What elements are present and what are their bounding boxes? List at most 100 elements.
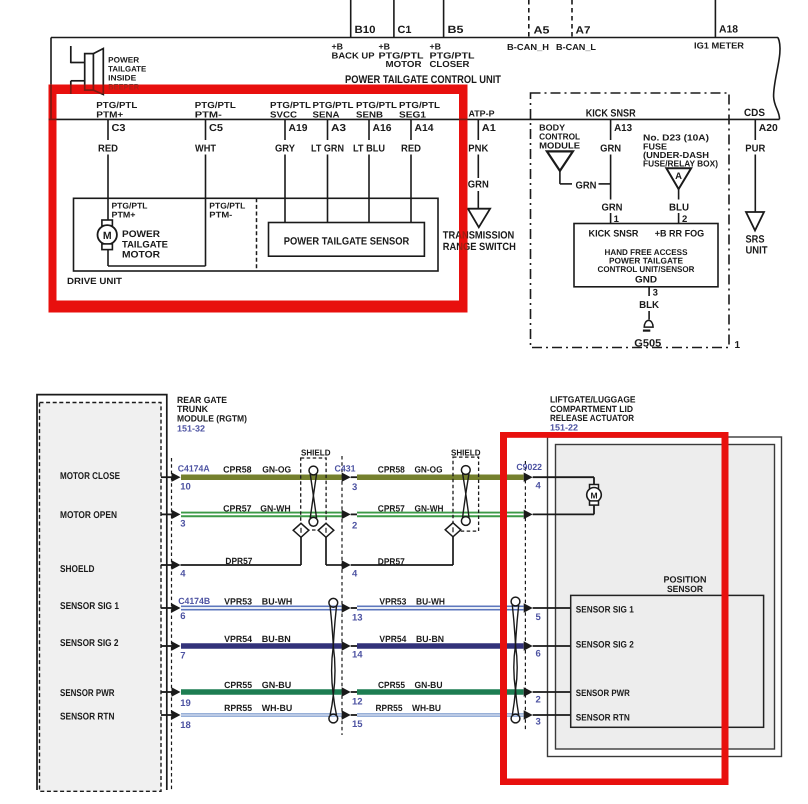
svg-text:+B: +B [379, 42, 391, 52]
svg-text:C1: C1 [398, 24, 412, 36]
svg-text:A1: A1 [482, 123, 496, 134]
svg-text:WH-BU: WH-BU [262, 703, 293, 713]
svg-text:SENSOR PWR: SENSOR PWR [60, 688, 115, 699]
svg-text:RPR55: RPR55 [376, 703, 403, 713]
svg-text:PTG/PTL: PTG/PTL [356, 100, 398, 110]
svg-text:CPR58: CPR58 [378, 465, 405, 475]
svg-text:+B RR FOG: +B RR FOG [655, 229, 705, 240]
svg-text:SENA: SENA [313, 110, 341, 120]
svg-text:151-32: 151-32 [177, 423, 205, 433]
svg-text:GRN: GRN [468, 180, 489, 191]
svg-text:6: 6 [536, 649, 541, 660]
svg-text:PTG/PTL: PTG/PTL [430, 51, 476, 61]
svg-text:MODULE (RGTM): MODULE (RGTM) [177, 413, 247, 423]
svg-text:UNIT: UNIT [746, 245, 769, 257]
svg-text:POWER TAILGATE CONTROL UNIT: POWER TAILGATE CONTROL UNIT [345, 74, 501, 86]
svg-text:TRANSMISSION: TRANSMISSION [443, 230, 515, 242]
svg-text:VPR53: VPR53 [379, 596, 406, 606]
svg-text:CONTROL: CONTROL [539, 132, 581, 142]
svg-text:B5: B5 [448, 24, 464, 36]
svg-text:15: 15 [352, 719, 363, 730]
svg-text:MOTOR CLOSE: MOTOR CLOSE [60, 471, 120, 482]
svg-text:1: 1 [614, 214, 620, 225]
svg-text:A18: A18 [719, 24, 738, 36]
svg-text:M: M [103, 230, 112, 242]
svg-text:CDS: CDS [744, 107, 765, 119]
svg-text:B10: B10 [355, 24, 376, 36]
svg-text:A20: A20 [759, 123, 778, 134]
svg-text:C5: C5 [209, 123, 223, 134]
svg-text:WHT: WHT [195, 144, 216, 155]
svg-text:4: 4 [352, 569, 358, 580]
svg-text:RELEASE ACTUATOR: RELEASE ACTUATOR [550, 413, 634, 423]
svg-text:BU-WH: BU-WH [416, 596, 445, 606]
svg-text:BLK: BLK [639, 300, 660, 311]
svg-text:GRY: GRY [275, 144, 295, 155]
svg-text:A5: A5 [534, 25, 550, 37]
svg-text:REAR GATE: REAR GATE [177, 395, 227, 405]
svg-text:POWER: POWER [122, 229, 160, 240]
svg-text:SVCC: SVCC [270, 110, 298, 120]
svg-text:HAND FREE ACCESS: HAND FREE ACCESS [605, 247, 688, 257]
svg-text:GRN: GRN [602, 203, 623, 214]
svg-text:GN-WH: GN-WH [415, 503, 444, 513]
svg-text:CPR57: CPR57 [223, 503, 252, 513]
svg-text:A: A [675, 171, 682, 182]
svg-text:PTG/PTL: PTG/PTL [270, 100, 312, 110]
svg-text:13: 13 [352, 613, 363, 624]
svg-text:PTM-: PTM- [195, 110, 222, 120]
svg-text:GRN: GRN [576, 181, 597, 192]
svg-text:RANGE SWITCH: RANGE SWITCH [443, 241, 516, 253]
svg-text:POWER TAILGATE: POWER TAILGATE [609, 256, 683, 266]
svg-text:BACK UP: BACK UP [332, 51, 375, 61]
svg-text:SENSOR RTN: SENSOR RTN [60, 712, 115, 723]
svg-text:PTG/PTL: PTG/PTL [96, 100, 138, 110]
svg-text:KICK SNSR: KICK SNSR [589, 229, 639, 240]
svg-text:PTG/PTL: PTG/PTL [195, 100, 237, 110]
svg-text:CLOSER: CLOSER [430, 59, 471, 69]
svg-text:SENSOR SIG 1: SENSOR SIG 1 [60, 601, 119, 612]
svg-text:LT BLU: LT BLU [353, 144, 385, 155]
svg-text:(UNDER-DASH: (UNDER-DASH [643, 150, 709, 160]
svg-text:PTG/PTL: PTG/PTL [313, 100, 355, 110]
svg-text:MOTOR: MOTOR [386, 59, 423, 69]
svg-text:2: 2 [536, 695, 541, 706]
svg-text:C431: C431 [335, 464, 356, 474]
svg-text:POWER: POWER [108, 56, 139, 65]
svg-text:CPR55: CPR55 [378, 680, 405, 690]
svg-text:CONTROL UNIT/SENSOR: CONTROL UNIT/SENSOR [598, 264, 695, 274]
svg-text:TAILGATE: TAILGATE [108, 65, 146, 74]
svg-text:BU-WH: BU-WH [262, 596, 293, 606]
svg-text:PTG/PTL: PTG/PTL [112, 201, 148, 211]
svg-text:C9022: C9022 [516, 462, 542, 472]
svg-text:INSIDE: INSIDE [108, 74, 136, 83]
svg-text:GN-WH: GN-WH [260, 503, 291, 513]
svg-text:LT GRN: LT GRN [311, 144, 344, 155]
svg-text:SENB: SENB [356, 110, 383, 120]
svg-text:TRUNK: TRUNK [177, 404, 208, 414]
svg-text:LIFTGATE/LUGGAGE: LIFTGATE/LUGGAGE [550, 395, 636, 405]
svg-text:PTM-: PTM- [209, 210, 232, 220]
svg-text:6: 6 [180, 611, 185, 622]
svg-text:18: 18 [180, 720, 191, 731]
svg-text:FUSE: FUSE [643, 141, 667, 151]
svg-text:IG1 METER: IG1 METER [694, 41, 745, 51]
svg-text:DPR57: DPR57 [225, 556, 252, 566]
svg-text:5: 5 [536, 612, 542, 623]
svg-text:ATP-P: ATP-P [469, 109, 495, 119]
svg-text:CPR58: CPR58 [223, 464, 252, 474]
svg-text:BU-BN: BU-BN [416, 634, 444, 644]
svg-text:2: 2 [352, 521, 357, 532]
svg-text:C4174A: C4174A [178, 464, 210, 474]
svg-text:3: 3 [536, 717, 541, 728]
svg-text:SHIELD: SHIELD [451, 448, 481, 458]
svg-text:A13: A13 [614, 123, 632, 134]
svg-text:3: 3 [352, 482, 357, 493]
svg-text:BU-BN: BU-BN [262, 634, 291, 644]
svg-text:4: 4 [180, 569, 186, 580]
svg-text:PNK: PNK [468, 144, 489, 155]
svg-text:No. D23 (10A): No. D23 (10A) [643, 133, 709, 143]
svg-text:VPR54: VPR54 [224, 634, 252, 644]
svg-text:2: 2 [682, 214, 687, 225]
svg-text:19: 19 [180, 698, 191, 709]
